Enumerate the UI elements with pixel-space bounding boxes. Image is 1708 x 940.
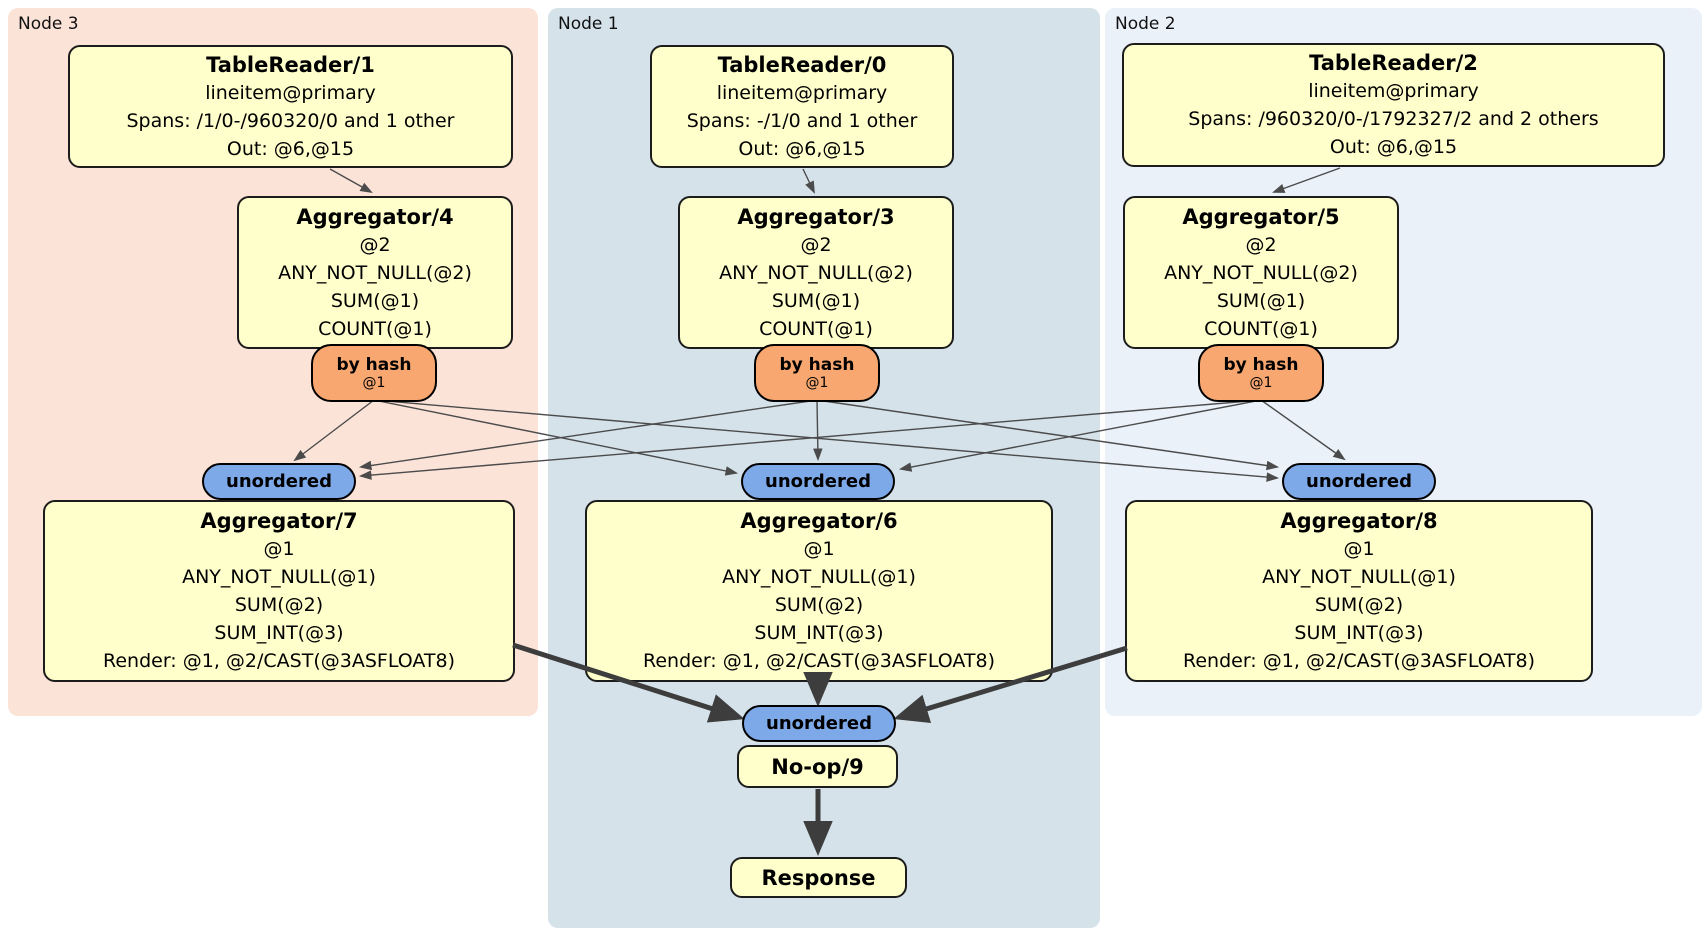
region-node3-label: Node 3 xyxy=(18,14,79,34)
node-title: Aggregator/5 xyxy=(1182,204,1340,229)
node-title: Aggregator/3 xyxy=(737,204,895,229)
router-label: by hash xyxy=(779,355,855,375)
node-title: Aggregator/6 xyxy=(740,509,898,533)
node-line: Spans: /1/0-/960320/0 and 1 other xyxy=(126,109,455,132)
node-line: SUM(@2) xyxy=(1314,594,1404,616)
stream-unordered-left: unordered xyxy=(202,463,356,500)
node-line: SUM(@1) xyxy=(330,289,420,312)
node-tablereader-2: TableReader/2 lineitem@primary Spans: /9… xyxy=(1122,43,1665,167)
router-by-hash-mid: by hash @1 xyxy=(754,344,880,402)
node-line: @2 xyxy=(1245,233,1277,256)
node-line: @1 xyxy=(263,538,295,560)
node-aggregator-4: Aggregator/4 @2 ANY_NOT_NULL(@2) SUM(@1)… xyxy=(237,196,513,349)
node-line: COUNT(@1) xyxy=(1204,317,1318,340)
region-node1-label: Node 1 xyxy=(558,14,619,34)
node-line: lineitem@primary xyxy=(716,81,888,104)
node-line: @1 xyxy=(803,538,835,560)
stream-label: unordered xyxy=(1306,471,1412,492)
node-line: Out: @6,@15 xyxy=(738,137,866,160)
node-line: ANY_NOT_NULL(@2) xyxy=(1164,261,1358,284)
stream-unordered-right: unordered xyxy=(1282,463,1436,500)
node-line: SUM_INT(@3) xyxy=(214,622,344,644)
node-line: Spans: -/1/0 and 1 other xyxy=(686,109,918,132)
node-tablereader-1: TableReader/1 lineitem@primary Spans: /1… xyxy=(68,45,513,168)
node-line: Spans: /960320/0-/1792327/2 and 2 others xyxy=(1188,108,1599,130)
router-detail: @1 xyxy=(362,375,386,391)
node-line: Out: @6,@15 xyxy=(1329,136,1458,158)
stream-label: unordered xyxy=(766,713,872,734)
node-line: ANY_NOT_NULL(@1) xyxy=(722,566,916,588)
node-line: SUM_INT(@3) xyxy=(754,622,884,644)
node-line: ANY_NOT_NULL(@1) xyxy=(182,566,376,588)
node-line: Out: @6,@15 xyxy=(226,137,355,160)
router-by-hash-left: by hash @1 xyxy=(311,344,437,402)
node-title: Aggregator/7 xyxy=(200,509,358,533)
node-line: Render: @1, @2/CAST(@3ASFLOAT8) xyxy=(643,650,995,672)
router-by-hash-right: by hash @1 xyxy=(1198,344,1324,402)
node-line: lineitem@primary xyxy=(1308,80,1479,102)
node-tablereader-0: TableReader/0 lineitem@primary Spans: -/… xyxy=(650,45,954,168)
node-title: Response xyxy=(761,865,876,890)
stream-unordered-bottom: unordered xyxy=(742,705,896,742)
node-line: ANY_NOT_NULL(@2) xyxy=(278,261,472,284)
node-title: TableReader/2 xyxy=(1309,51,1478,75)
node-line: lineitem@primary xyxy=(205,81,376,104)
node-line: SUM(@2) xyxy=(234,594,324,616)
router-label: by hash xyxy=(336,355,412,375)
stream-label: unordered xyxy=(765,471,871,492)
node-aggregator-3: Aggregator/3 @2 ANY_NOT_NULL(@2) SUM(@1)… xyxy=(678,196,954,349)
node-line: Render: @1, @2/CAST(@3ASFLOAT8) xyxy=(1183,650,1535,672)
node-title: No-op/9 xyxy=(771,754,864,779)
node-title: TableReader/0 xyxy=(717,52,887,77)
node-aggregator-5: Aggregator/5 @2 ANY_NOT_NULL(@2) SUM(@1)… xyxy=(1123,196,1399,349)
node-line: ANY_NOT_NULL(@1) xyxy=(1262,566,1456,588)
stream-unordered-mid: unordered xyxy=(741,463,895,500)
node-title: Aggregator/4 xyxy=(296,204,454,229)
node-title: TableReader/1 xyxy=(206,52,375,77)
node-noop-9: No-op/9 xyxy=(737,745,898,788)
node-line: Render: @1, @2/CAST(@3ASFLOAT8) xyxy=(103,650,455,672)
stream-label: unordered xyxy=(226,471,332,492)
node-aggregator-6: Aggregator/6 @1 ANY_NOT_NULL(@1) SUM(@2)… xyxy=(585,500,1053,682)
node-line: @1 xyxy=(1343,538,1375,560)
node-line: @2 xyxy=(359,233,391,256)
node-line: COUNT(@1) xyxy=(759,317,873,340)
node-line: @2 xyxy=(800,233,832,256)
node-aggregator-8: Aggregator/8 @1 ANY_NOT_NULL(@1) SUM(@2)… xyxy=(1125,500,1593,682)
region-node2-label: Node 2 xyxy=(1115,14,1176,34)
node-title: Aggregator/8 xyxy=(1280,509,1438,533)
node-line: ANY_NOT_NULL(@2) xyxy=(719,261,913,284)
node-line: SUM(@1) xyxy=(771,289,861,312)
router-label: by hash xyxy=(1223,355,1299,375)
node-line: COUNT(@1) xyxy=(318,317,432,340)
node-line: SUM(@2) xyxy=(774,594,864,616)
node-response: Response xyxy=(730,857,907,898)
node-line: SUM_INT(@3) xyxy=(1294,622,1424,644)
router-detail: @1 xyxy=(1249,375,1273,391)
node-aggregator-7: Aggregator/7 @1 ANY_NOT_NULL(@1) SUM(@2)… xyxy=(43,500,515,682)
router-detail: @1 xyxy=(805,375,829,391)
node-line: SUM(@1) xyxy=(1216,289,1306,312)
